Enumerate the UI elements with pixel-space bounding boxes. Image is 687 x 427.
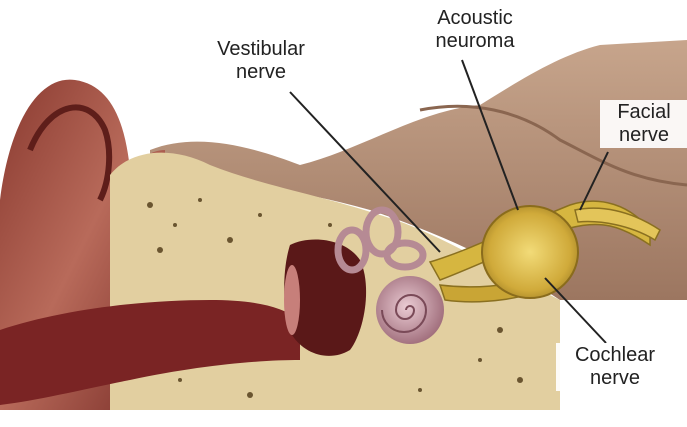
cochlea: [376, 276, 444, 344]
cochlear-nerve-label: Cochlear nerve: [556, 343, 674, 391]
vestibular-nerve-label: Vestibular nerve: [192, 37, 330, 85]
acoustic-neuroma-label: Acoustic neuroma: [412, 6, 538, 54]
facial-nerve-label: Facial nerve: [600, 100, 687, 148]
acoustic-neuroma-tumor: [482, 206, 578, 298]
eardrum: [284, 265, 300, 335]
